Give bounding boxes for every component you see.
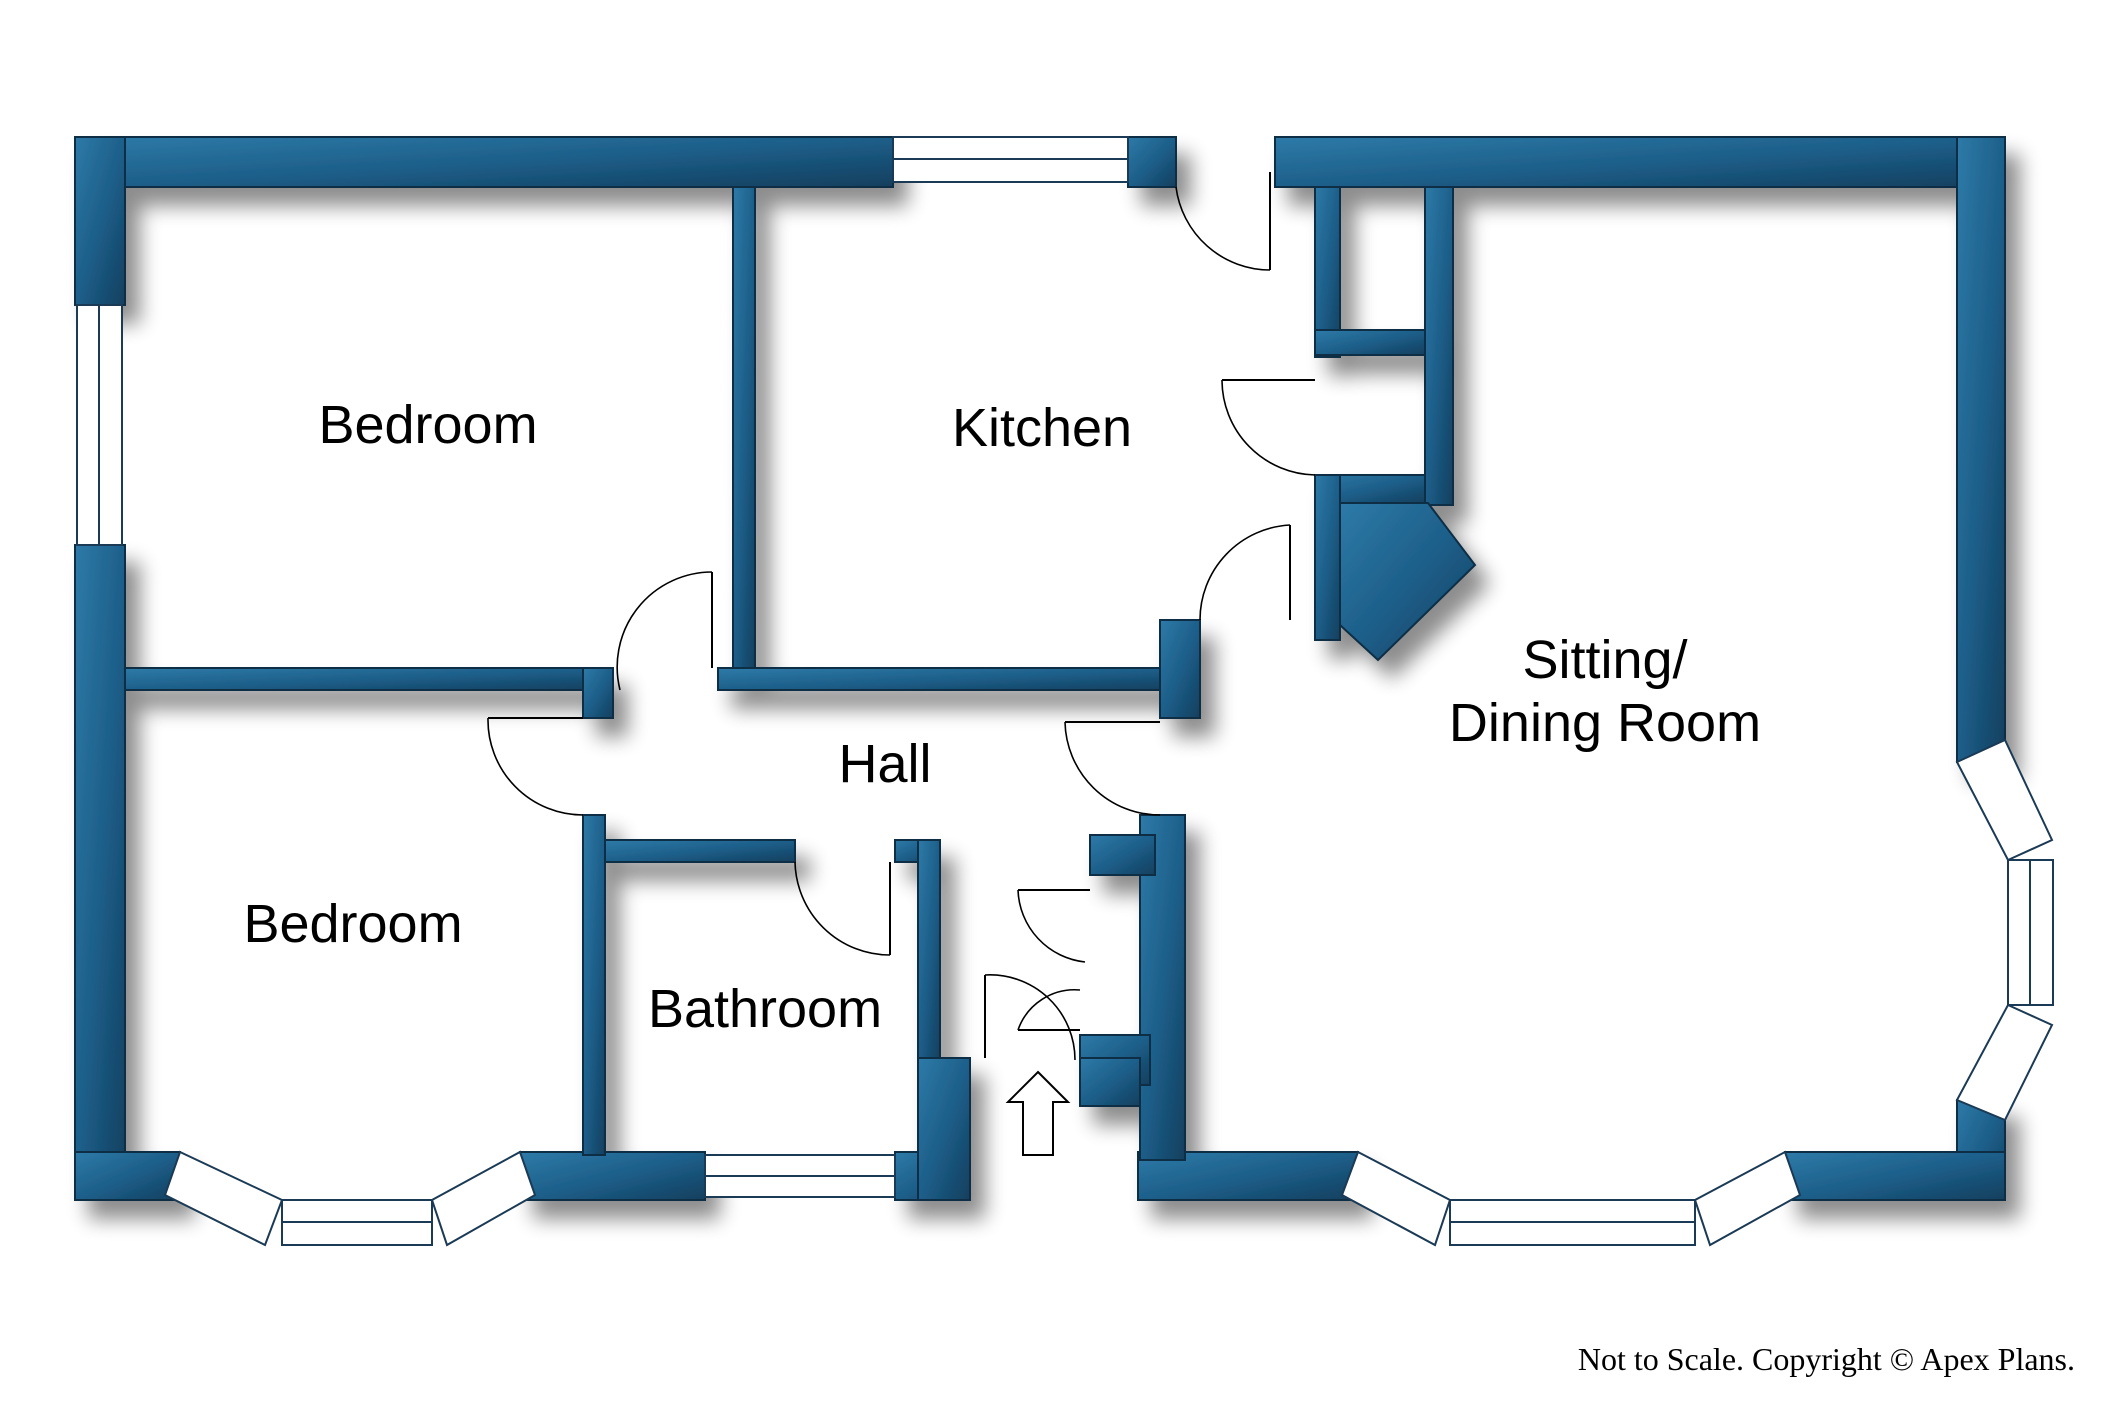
wall-top-left [74,136,894,188]
wall-hall-left [582,814,606,1156]
window-bedroom-left [76,304,123,546]
window-sitting-bay-right [1693,1150,1802,1247]
room-label-sitting-line1: Sitting/ [1522,630,1687,690]
window-kitchen-top [892,136,1129,183]
wall-top-right [1274,136,2006,188]
windows [76,136,2054,1247]
door-back [1175,172,1271,271]
copyright-note: Not to Scale. Copyright © Apex Plans. [1578,1341,2075,1377]
wall-bathroom-top [604,839,796,863]
wall-bottom-sitting-right [1784,1151,2006,1201]
window-sitting-side-center [2007,859,2054,1006]
door-bedroom-1 [616,571,713,691]
door-kitchen-sitting [1199,524,1291,621]
wall-left-upper [74,136,126,306]
wall-between-bedrooms-stub [582,667,614,719]
wall-store-lower [1314,474,1341,641]
wall-kitchen-bottom [717,667,1181,691]
wall-kitchen-corner [1159,619,1201,719]
wall-porch-bottom [1079,1057,1141,1107]
entrance-arrow-icon [1005,1070,1071,1156]
window-bedroom-bay-left [163,1150,284,1247]
wall-store-left [1314,186,1341,358]
door-store [1221,379,1316,476]
chimney-breast [1339,502,1477,662]
wall-bathroom-right [917,839,941,1063]
room-label-bedroom-lower: Bedroom [243,894,462,954]
walls [74,136,2006,1201]
wall-bottom-bedroom-left [74,1151,181,1201]
door-bathroom [794,861,891,956]
wall-bedroom-kitchen [732,186,756,678]
door-bedroom-2 [487,717,584,816]
wall-store-right [1424,186,1454,506]
room-label-bedroom-upper: Bedroom [318,395,537,455]
door-porch [1017,889,1090,963]
window-sitting-bay-left [1340,1150,1452,1247]
window-sitting-side-top [1955,738,2054,862]
window-sitting-side-bottom [1955,1003,2054,1122]
wall-bathroom-right-low [917,1057,971,1201]
door-sitting-hall [1064,721,1161,816]
room-label-hall: Hall [838,734,931,794]
wall-porch-top [1089,834,1156,876]
room-label-bathroom: Bathroom [648,979,882,1039]
window-bedroom-bay-center [281,1199,433,1246]
room-label-kitchen: Kitchen [952,398,1132,458]
window-sitting-bay-center [1449,1199,1696,1246]
window-bedroom-bay-right [430,1150,537,1247]
window-bathroom-bottom [704,1154,896,1198]
room-label-sitting-line2: Dining Room [1449,693,1761,753]
wall-right [1956,136,2006,763]
wall-between-bedrooms [124,667,611,691]
door-front [984,974,1081,1061]
wall-left-lower [74,544,126,1201]
doors [487,172,1316,1061]
wall-store-mid [1314,329,1426,356]
wall-bottom-bedroom-right [519,1151,706,1201]
wall-top-kitchen-right [1127,136,1177,188]
